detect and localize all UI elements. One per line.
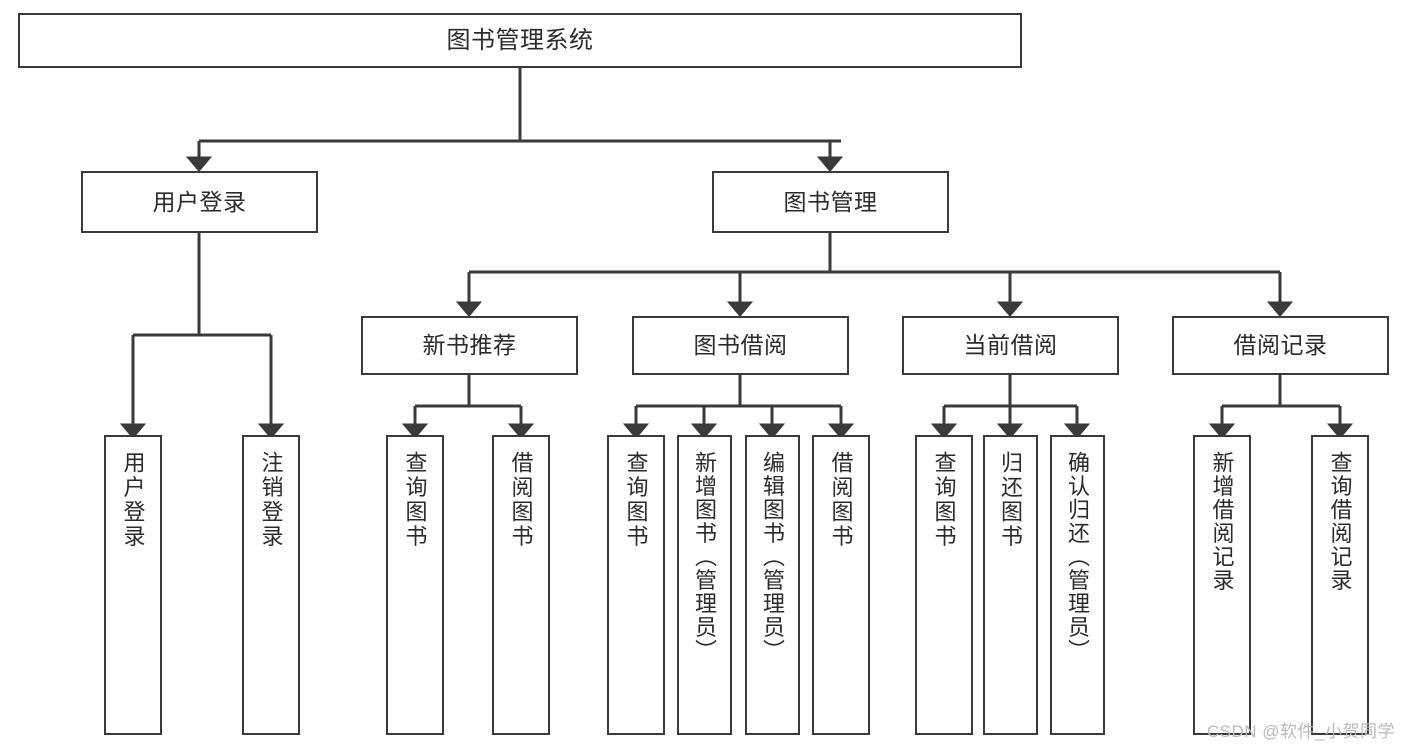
leaf-user-login-logout[interactable]: 注销登录 [242,435,300,735]
node-new-book-recommend[interactable]: 新书推荐 [361,316,578,375]
node-label: 注销登录 [258,451,284,549]
leaf-user-login-login[interactable]: 用户登录 [104,435,162,735]
node-label: 借阅图书 [828,451,854,549]
node-label: 图书管理 [783,188,878,215]
csdn-watermark: CSDN @软件_小贺同学 [1206,722,1395,741]
node-label: 查询图书 [402,451,428,549]
leaf-book-borrow-query-book[interactable]: 查询图书 [607,435,665,735]
node-book-borrow[interactable]: 图书借阅 [632,316,849,375]
node-label: 查询图书 [931,451,957,549]
node-label: 查询借阅记录 [1327,451,1353,592]
node-label: 编辑图书（管理员） [760,451,786,663]
leaf-borrow-record-add-record[interactable]: 新增借阅记录 [1193,435,1251,735]
leaf-book-borrow-edit-book-admin[interactable]: 编辑图书（管理员） [745,435,800,735]
node-borrow-record[interactable]: 借阅记录 [1172,316,1389,375]
node-label: 归还图书 [998,451,1024,549]
node-label: 新书推荐 [422,332,517,359]
node-label: 用户登录 [152,188,247,215]
leaf-new-book-borrow-book[interactable]: 借阅图书 [492,435,550,735]
node-label: 当前借阅 [963,332,1058,359]
node-label: 查询图书 [623,451,649,549]
leaf-current-borrow-return-book[interactable]: 归还图书 [983,435,1038,735]
node-label: 用户登录 [120,451,146,549]
leaf-new-book-query-book[interactable]: 查询图书 [386,435,444,735]
node-label: 借阅图书 [508,451,534,549]
node-label: 新增借阅记录 [1209,451,1235,592]
leaf-current-borrow-query-book[interactable]: 查询图书 [915,435,973,735]
node-label: 图书借阅 [693,332,788,359]
node-root-book-management-system[interactable]: 图书管理系统 [18,13,1022,68]
leaf-current-borrow-confirm-return-admin[interactable]: 确认归还（管理员） [1050,435,1105,735]
node-label: 图书管理系统 [446,26,594,54]
node-label: 新增图书（管理员） [692,451,718,663]
node-user-login[interactable]: 用户登录 [81,171,318,233]
leaf-book-borrow-add-book-admin[interactable]: 新增图书（管理员） [677,435,732,735]
node-label: 借阅记录 [1233,332,1328,359]
leaf-borrow-record-query-record[interactable]: 查询借阅记录 [1311,435,1369,735]
node-label: 确认归还（管理员） [1065,451,1091,663]
leaf-book-borrow-borrow-book[interactable]: 借阅图书 [812,435,870,735]
node-current-borrow[interactable]: 当前借阅 [902,316,1119,375]
node-book-management[interactable]: 图书管理 [712,171,949,233]
